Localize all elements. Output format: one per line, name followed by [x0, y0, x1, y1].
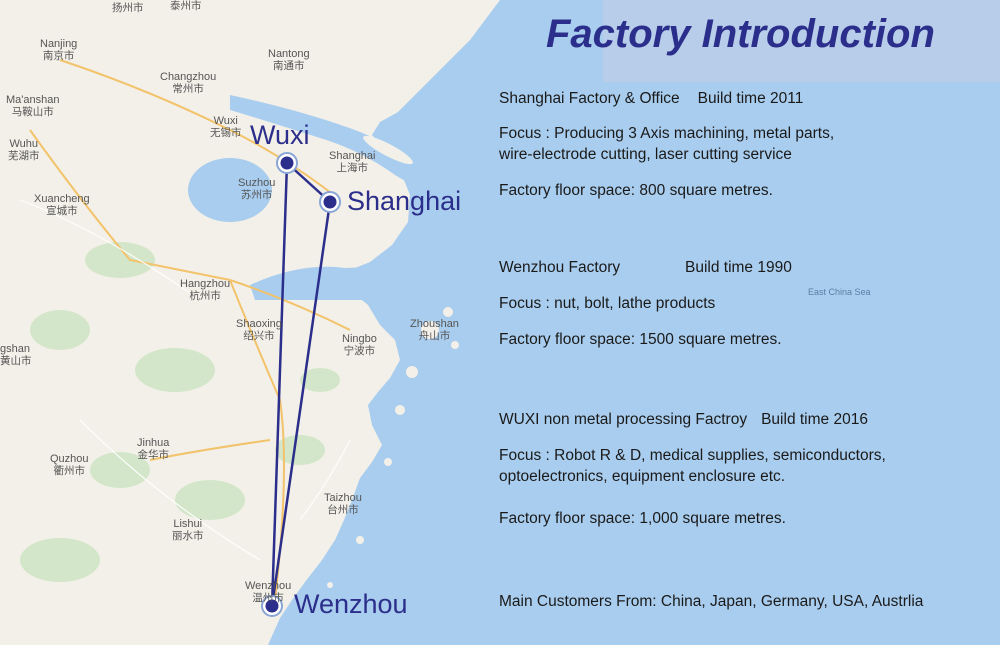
wuxi-city-label: Wuxi — [250, 120, 310, 150]
build-time-wuxi: Build time 2016 — [761, 411, 868, 428]
page-title: Factory Introduction — [546, 12, 935, 56]
build-time-wenzhou: Build time 1990 — [685, 259, 792, 276]
build-time-shanghai: Build time 2011 — [697, 90, 804, 107]
map-label-yangzhou: 扬州市 — [112, 2, 144, 14]
title-band — [603, 0, 1000, 82]
focus-shanghai-line1: Focus : Producing 3 Axis machining, meta… — [499, 125, 835, 142]
focus-wuxi-line2: optoelectronics, equipment enclosure etc… — [499, 468, 786, 485]
wenzhou-city-label: Wenzhou — [294, 589, 408, 619]
city-markers — [261, 152, 341, 617]
factory-header-wenzhou: Wenzhou Factory — [499, 259, 621, 276]
main-customers: Main Customers From: China, Japan, Germa… — [499, 593, 924, 610]
focus-wenzhou-line1: Focus : nut, bolt, lathe products — [499, 295, 716, 312]
floor-space-shanghai: Factory floor space: 800 square metres. — [499, 182, 773, 199]
shanghai-city-label: Shanghai — [347, 186, 462, 216]
floor-space-wenzhou: Factory floor space: 1500 square metres. — [499, 331, 782, 348]
floor-space-wuxi: Factory floor space: 1,000 square metres… — [499, 510, 786, 527]
map-label-east-china-sea: East China Sea — [808, 287, 871, 297]
focus-wuxi-line1: Focus : Robot R & D, medical supplies, s… — [499, 447, 886, 464]
map-label-taizhou-js: 泰州市 — [170, 0, 202, 12]
focus-shanghai-line2: wire-electrode cutting, laser cutting se… — [499, 146, 792, 163]
